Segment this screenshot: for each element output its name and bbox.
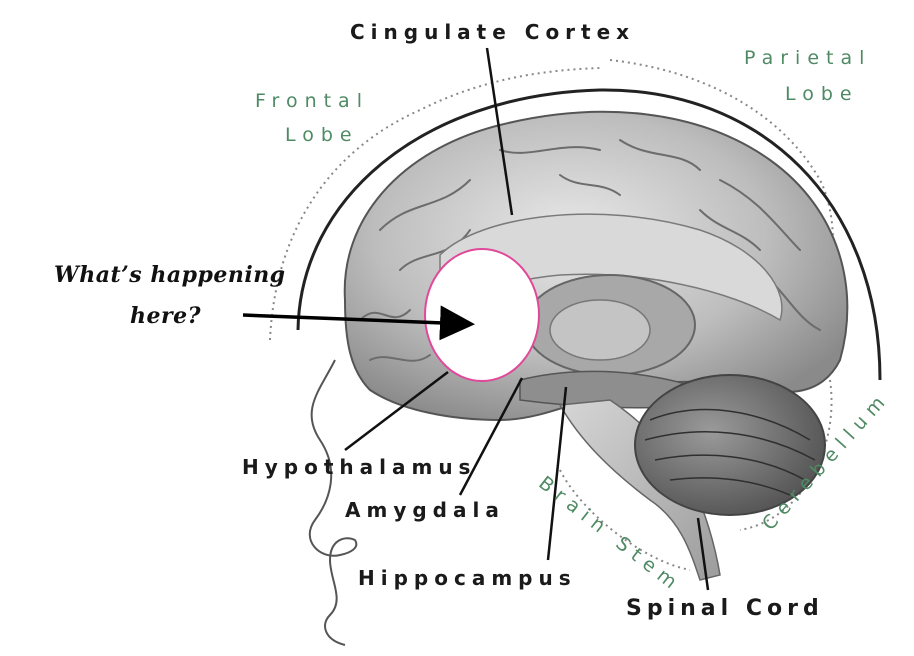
label-parietal-lobe-line1: Parietal bbox=[744, 47, 871, 69]
highlight-circle bbox=[425, 249, 539, 381]
label-hippocampus: Hippocampus bbox=[358, 566, 577, 590]
label-cingulate-cortex: Cingulate Cortex bbox=[350, 20, 635, 44]
label-amygdala: Amygdala bbox=[345, 498, 505, 522]
thalamus-core bbox=[550, 300, 650, 360]
label-hypothalamus: Hypothalamus bbox=[242, 455, 476, 479]
label-frontal-lobe-line2: Lobe bbox=[285, 124, 359, 146]
label-spinal-cord: Spinal Cord bbox=[626, 596, 824, 621]
question-text-line1: What’s happening bbox=[54, 262, 286, 288]
question-text-line2: here? bbox=[130, 303, 201, 329]
label-parietal-lobe-line2: Lobe bbox=[785, 83, 859, 105]
label-frontal-lobe-line1: Frontal bbox=[255, 90, 369, 112]
